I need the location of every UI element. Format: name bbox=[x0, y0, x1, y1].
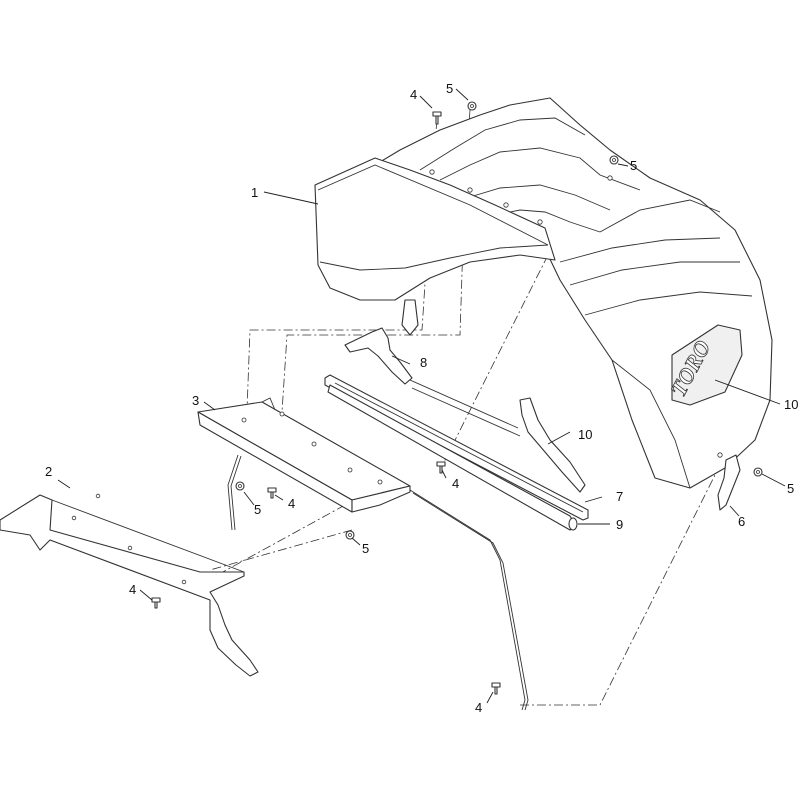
logo-panel bbox=[671, 324, 743, 406]
callout-9: 9 bbox=[616, 517, 623, 532]
screw-icon bbox=[436, 461, 446, 474]
deflector-plate bbox=[0, 493, 259, 677]
bag-bottom-tube bbox=[327, 384, 578, 531]
callout-5-right: 5 bbox=[787, 481, 794, 496]
callout-3: 3 bbox=[192, 393, 199, 408]
leader-lines bbox=[57, 88, 786, 704]
callouts: 1 2 3 4 5 5 8 10 10 4 5 4 5 4 4 7 9 6 5 bbox=[45, 81, 798, 715]
nut-icon bbox=[609, 155, 619, 165]
callout-6: 6 bbox=[738, 514, 745, 529]
bag-support-rail bbox=[324, 374, 589, 521]
latch-rod bbox=[227, 454, 529, 711]
callout-5-top: 5 bbox=[446, 81, 453, 96]
callout-4-left: 4 bbox=[129, 582, 136, 597]
latch-clip bbox=[717, 454, 741, 511]
bag-front-cover bbox=[314, 157, 556, 301]
callout-5-right-top: 5 bbox=[630, 158, 637, 173]
callout-10-mid: 10 bbox=[578, 427, 592, 442]
left-frame-hook bbox=[344, 327, 413, 385]
callout-4-bottom: 4 bbox=[475, 700, 482, 715]
callout-2: 2 bbox=[45, 464, 52, 479]
nut-icon bbox=[753, 467, 763, 477]
nut-icon bbox=[345, 530, 355, 540]
screw-icon bbox=[432, 111, 442, 125]
callout-4-top: 4 bbox=[410, 87, 417, 102]
screw-icon bbox=[151, 597, 161, 609]
nut-icon bbox=[235, 481, 245, 491]
callout-4-center: 4 bbox=[452, 476, 459, 491]
grass-bag-assembly: TORO bbox=[314, 97, 773, 489]
screw-icon bbox=[267, 487, 277, 499]
callout-7: 7 bbox=[616, 489, 623, 504]
callout-8: 8 bbox=[420, 355, 427, 370]
bag-frame-brackets bbox=[344, 327, 586, 493]
callout-5-bracket: 5 bbox=[362, 541, 369, 556]
callout-4-mid: 4 bbox=[288, 496, 295, 511]
nut-icon bbox=[467, 101, 477, 111]
callout-5-left: 5 bbox=[254, 502, 261, 517]
right-frame-hook bbox=[519, 397, 586, 493]
mounting-bracket bbox=[197, 397, 411, 513]
fasteners bbox=[151, 101, 763, 695]
callout-1: 1 bbox=[251, 185, 258, 200]
callout-10-right: 10 bbox=[784, 397, 798, 412]
screw-icon bbox=[491, 682, 501, 695]
